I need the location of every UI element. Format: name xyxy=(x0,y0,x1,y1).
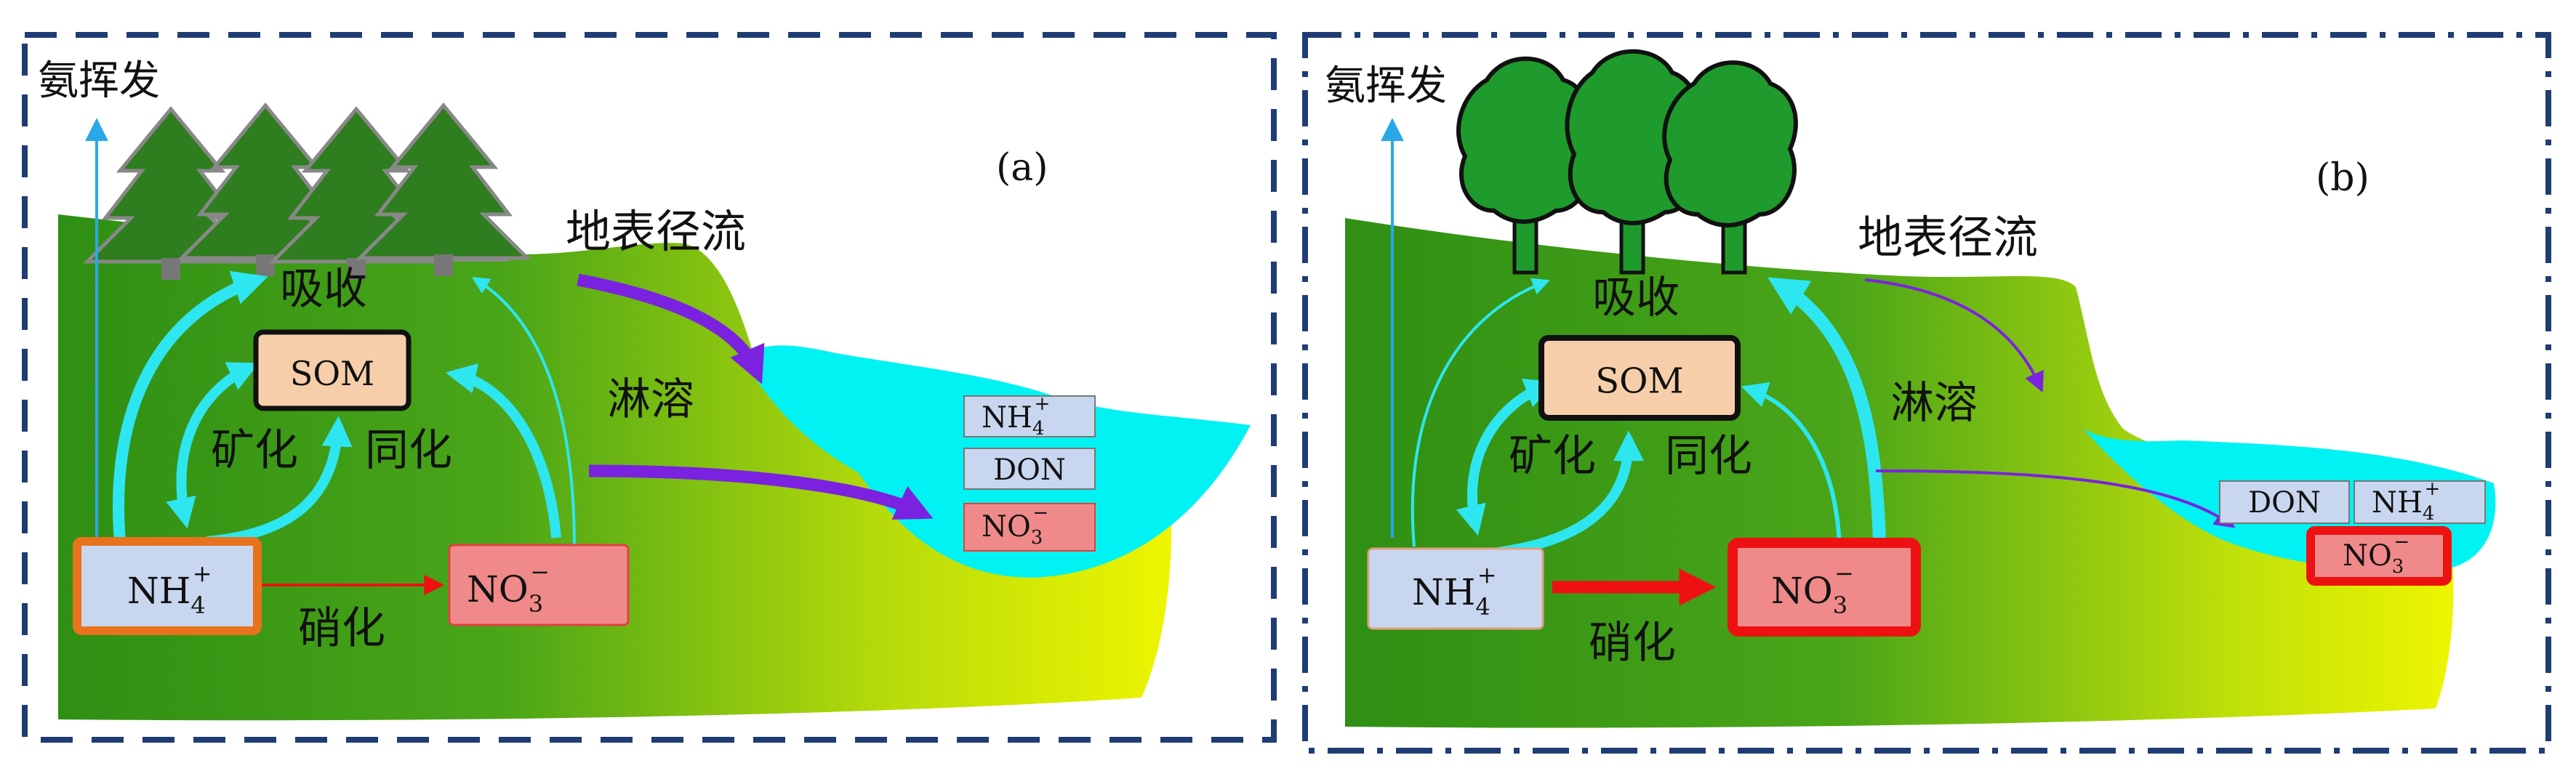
uptake-arrow-no3-a xyxy=(471,277,576,549)
som-label-a: SOM xyxy=(290,354,374,393)
conifer-icon xyxy=(355,102,532,276)
nh4-box-b: NH4+ xyxy=(1367,547,1544,630)
uptake-arrow-nh4-b xyxy=(1411,278,1550,547)
svg-text:DON: DON xyxy=(2248,486,2321,520)
assimilation-arrow-nh4-b xyxy=(1497,430,1644,557)
mineralization-label-a: 矿化 xyxy=(211,425,298,476)
broadleaf-tree-icon xyxy=(1456,56,1593,275)
water-no3-box-a: NO3− xyxy=(963,502,1096,552)
assimilation-label-b: 同化 xyxy=(1665,431,1752,482)
conifer-icon xyxy=(82,106,260,280)
svg-text:DON: DON xyxy=(993,453,1066,487)
water-nh4-box-a: NH4+ xyxy=(963,393,1096,440)
nh4-box-a: NH4+ xyxy=(73,537,262,635)
uptake-label-a: 吸收 xyxy=(280,264,367,315)
svg-text:NH4+: NH4+ xyxy=(982,393,1050,440)
panel-b-frame xyxy=(1302,32,2551,754)
nitrification-label-b: 硝化 xyxy=(1589,618,1676,669)
runoff-arrow-b xyxy=(1864,278,2044,393)
broadleaf-trees xyxy=(1456,49,1798,275)
volatilization-label-a: 氨挥发 xyxy=(38,57,160,105)
svg-text:NO3−: NO3− xyxy=(2343,531,2410,578)
svg-text:NO3−: NO3− xyxy=(982,502,1048,549)
mineralization-arrow-b xyxy=(1456,378,1556,536)
leaching-arrow-a xyxy=(588,464,934,520)
svg-text:NH4+: NH4+ xyxy=(2372,478,2440,525)
panel-a-frame xyxy=(22,32,1277,743)
assimilation-label-a: 同化 xyxy=(365,425,452,476)
water-don-box-b: DON xyxy=(2219,480,2350,524)
leaching-arrow-b xyxy=(1875,469,2236,528)
leaching-label-b: 淋溶 xyxy=(1890,378,1978,429)
water-nh4-box-b: NH4+ xyxy=(2354,478,2486,525)
water-no3-box-b: NO3− xyxy=(2306,526,2452,586)
runoff-arrow-a xyxy=(577,273,765,384)
uptake-arrow-nh4-a xyxy=(113,270,268,542)
water-don-box-a: DON xyxy=(963,448,1096,490)
mineralization-label-b: 矿化 xyxy=(1509,431,1596,482)
uptake-label-b: 吸收 xyxy=(1592,273,1680,323)
no3-box-b: NO3− xyxy=(1728,538,1921,637)
panel-b: SOM NH4+ NO3− DON NH4+ NO3− 氨挥发 (b) 地表径流… xyxy=(1302,32,2551,754)
nitrification-label-a: 硝化 xyxy=(298,603,385,654)
uptake-arrow-no3-b xyxy=(1768,277,1886,542)
runoff-label-b: 地表径流 xyxy=(1858,211,2038,264)
som-box-a: SOM xyxy=(253,329,412,411)
runoff-label-a: 地表径流 xyxy=(566,205,746,258)
conifer-trees xyxy=(82,102,532,280)
panel-a: SOM NH4+ NO3− NH4+ DON NO3− 氨挥发 (a) 地表径流… xyxy=(22,32,1277,743)
no3-label-b: NO3− xyxy=(1771,560,1854,619)
no3-label-a: NO3− xyxy=(467,558,550,618)
assimilation-arrow-no3-a xyxy=(445,363,561,538)
panel-a-tag: (a) xyxy=(996,146,1048,190)
panel-b-tag: (b) xyxy=(2316,156,2370,200)
nh4-label-b: NH4+ xyxy=(1412,561,1497,621)
assimilation-arrow-no3-b xyxy=(1741,382,1842,546)
som-box-b: SOM xyxy=(1538,335,1741,421)
nh4-label-a: NH4+ xyxy=(127,560,212,619)
leaching-label-a: 淋溶 xyxy=(607,374,694,425)
broadleaf-tree-icon xyxy=(1662,60,1798,275)
mineralization-arrow-a xyxy=(166,362,260,529)
som-label-b: SOM xyxy=(1595,361,1683,402)
volatilization-label-b: 氨挥发 xyxy=(1325,62,1447,110)
no3-box-a: NO3− xyxy=(448,544,630,626)
